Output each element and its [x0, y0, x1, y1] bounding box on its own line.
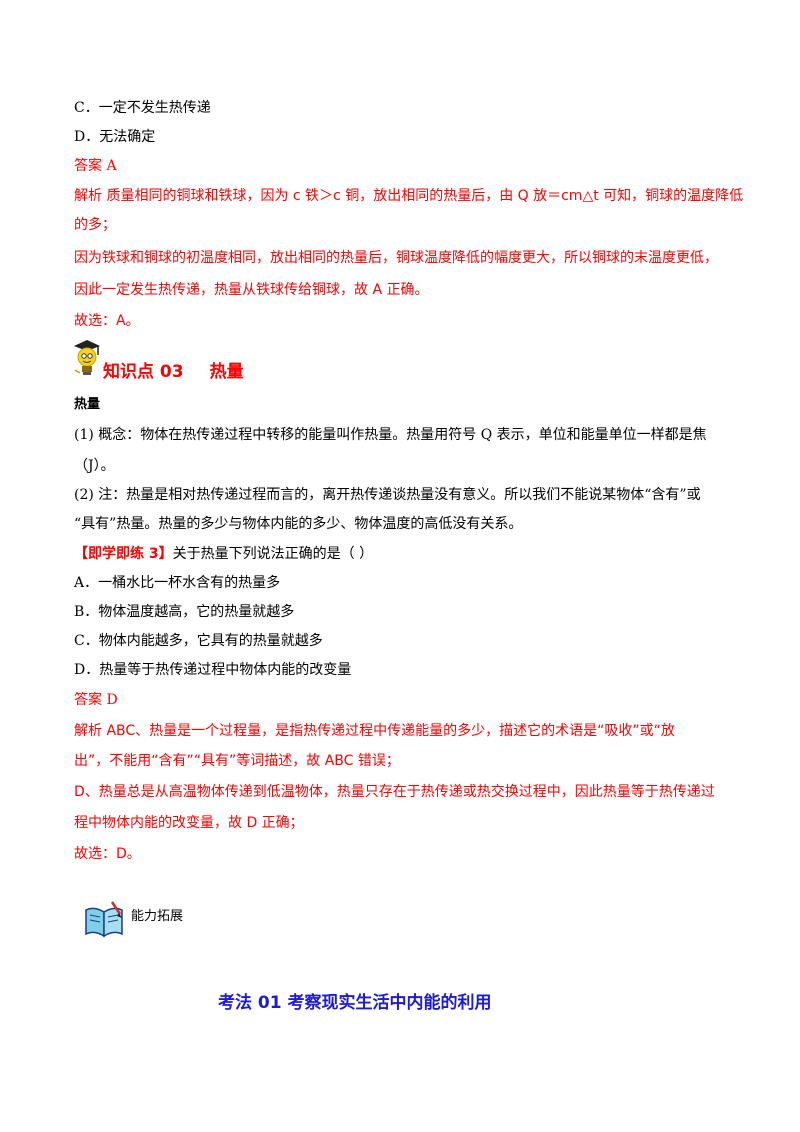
analysis-line: 因此一定发生热传递，热量从铁球传给铜球，故 A 正确。: [74, 282, 429, 298]
open-book-icon: [85, 901, 123, 938]
concept-line: （J）。: [74, 458, 115, 474]
section-title: 考法 01 考察现实生活中内能的利用: [218, 993, 492, 1013]
practice-question-text: 关于热量下列说法正确的是（ ）: [172, 546, 374, 562]
option-c: C．一定不发生热传递: [74, 100, 211, 116]
option-a: A．一桶水比一杯水含有的热量多: [74, 575, 281, 591]
subhead: 热量: [74, 397, 101, 412]
analysis-line: 出”，不能用“含有”“具有”等词描述，故 ABC 错误；: [74, 753, 400, 769]
analysis-line: 程中物体内能的改变量，故 D 正确；: [74, 815, 304, 831]
note-line: (2) 注：热量是相对热传递过程而言的，离开热传递谈热量没有意义。所以我们不能说…: [74, 487, 701, 503]
extension-label: 能力拓展: [131, 909, 184, 924]
choose-line: 故选：D。: [74, 846, 141, 862]
answer-line: 答案 A: [74, 158, 117, 174]
option-d: D．无法确定: [74, 129, 156, 145]
option-c: C．物体内能越多，它具有的热量就越多: [74, 633, 323, 649]
note-line: “具有”热量。热量的多少与物体内能的多少、物体温度的高低没有关系。: [74, 516, 523, 532]
practice-tag: 【即学即练 3】: [74, 546, 173, 562]
knowledge-point-name: 热量: [209, 362, 244, 382]
option-d: D．热量等于热传递过程中物体内能的改变量: [74, 662, 352, 678]
option-b: B．物体温度越高，它的热量就越多: [74, 604, 295, 620]
analysis-line: D、热量总是从高温物体传递到低温物体，热量只存在于热传递或热交换过程中，因此热量…: [74, 784, 715, 800]
practice-question: 【即学即练 3】关于热量下列说法正确的是（ ）: [74, 545, 373, 563]
analysis-line: 的多；: [74, 217, 116, 233]
knowledge-point-title: 知识点 03 热量: [103, 357, 270, 382]
knowledge-point-number: 知识点 03: [103, 362, 184, 382]
analysis-line: 解析 质量相同的铜球和铁球，因为 c 铁＞c 铜，放出相同的热量后，由 Q 放＝…: [74, 188, 744, 204]
concept-line: (1) 概念：物体在热传递过程中转移的能量叫作热量。热量用符号 Q 表示，单位和…: [74, 427, 707, 443]
answer-line: 答案 D: [74, 692, 118, 708]
graduate-bulb-icon: [74, 340, 100, 375]
analysis-line: 解析 ABC、热量是一个过程量，是指热传递过程中传递能量的多少，描述它的术语是“…: [74, 723, 675, 739]
analysis-line: 因为铁球和铜球的初温度相同，放出相同的热量后，铜球温度降低的幅度更大，所以铜球的…: [74, 250, 718, 266]
choose-line: 故选：A。: [74, 313, 140, 329]
